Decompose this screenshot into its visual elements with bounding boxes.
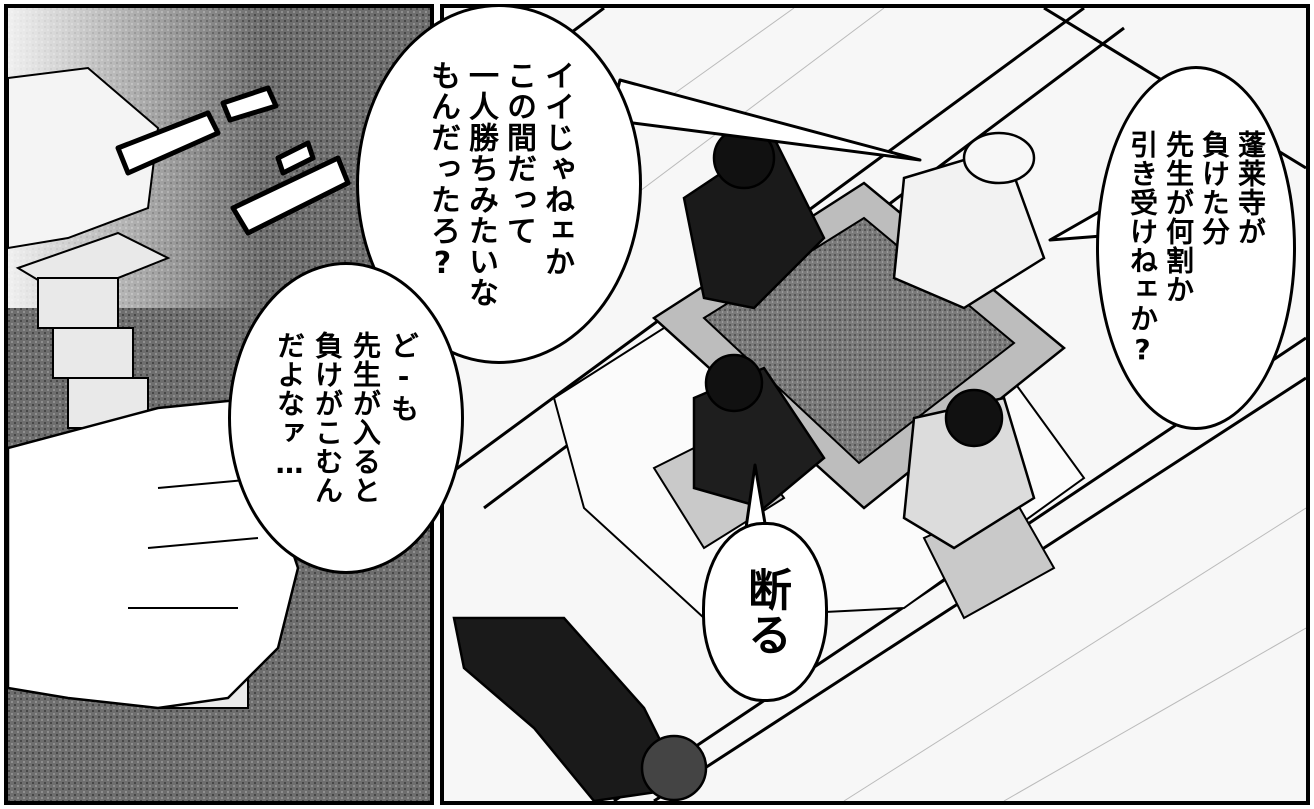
bubble-text: イイじゃねェか この間だって 一人勝ちみたいな もんだったろ? — [425, 60, 574, 308]
speech-bubble-kotowaru: 断る — [702, 522, 828, 702]
bubble-text: 断る — [740, 567, 791, 657]
speech-bubble-houraiji: 蓬莱寺が 負けた分 先生が何割か 引き受けねェか? — [1096, 66, 1296, 430]
speech-bubble-domo: ど-も 先生が入ると 負けがこむん だよなァ… — [228, 262, 464, 574]
speech-bubble-iiija: イイじゃねェか この間だって 一人勝ちみたいな もんだったろ? — [356, 4, 642, 364]
bubble-text: ど-も 先生が入ると 負けがこむん だよなァ… — [273, 331, 420, 505]
bubble-text: 蓬莱寺が 負けた分 先生が何割か 引き受けねェか? — [1126, 129, 1267, 367]
bubble-tail — [608, 78, 922, 162]
